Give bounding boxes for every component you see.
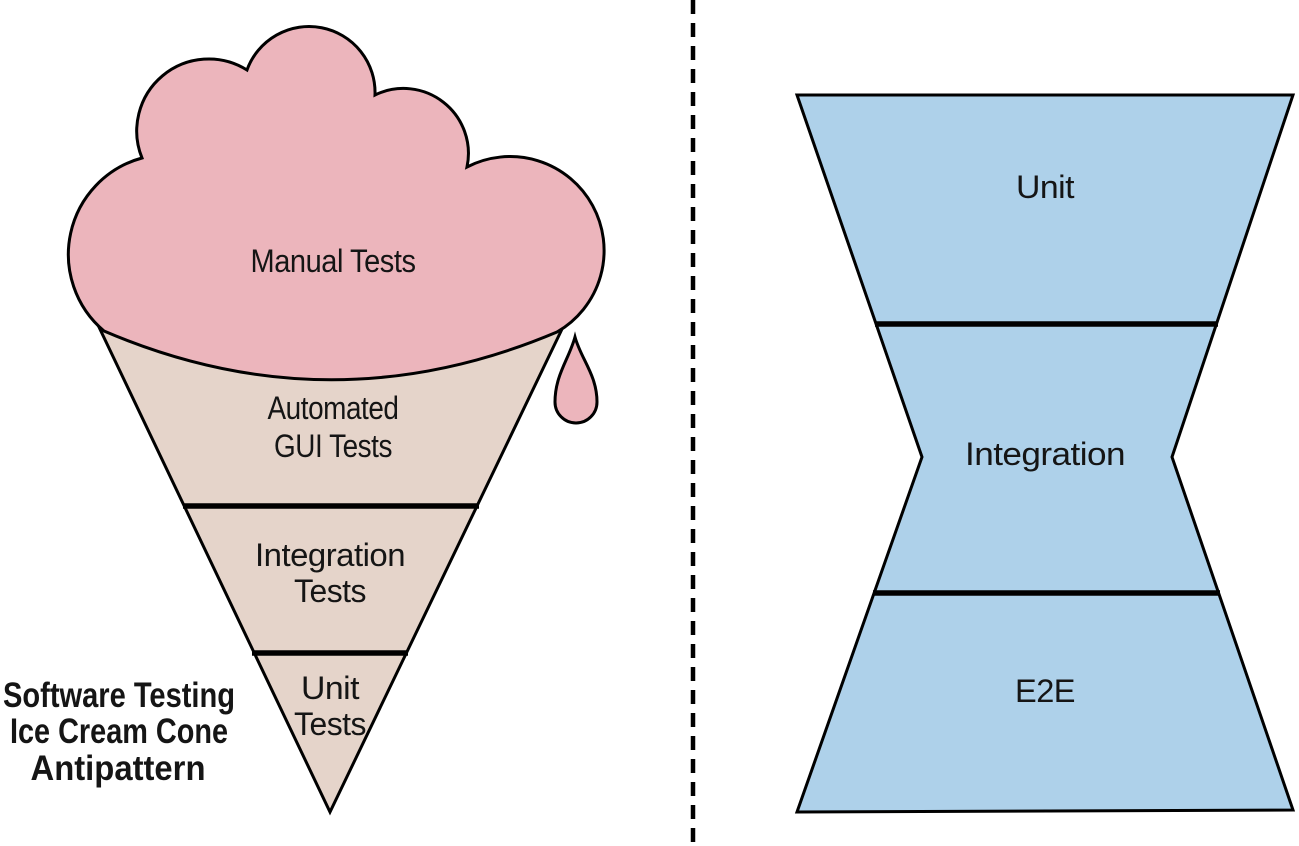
ice-cream-cone-diagram: Manual Tests Automated GUI Tests Integra… bbox=[3, 25, 606, 816]
diagram-caption-line1: Software Testing bbox=[3, 676, 235, 715]
diagram-caption: Software Testing Ice Cream Cone Antipatt… bbox=[3, 676, 235, 788]
unit-tests-label-line1: Unit bbox=[301, 670, 360, 706]
funnel-e2e-label: E2E bbox=[1015, 673, 1075, 709]
diagram-caption-line2: Ice Cream Cone bbox=[10, 712, 228, 751]
automated-gui-tests-label-line1: Automated bbox=[268, 390, 399, 426]
funnel-unit-label: Unit bbox=[1016, 169, 1075, 205]
ice-cream-scoop-shape bbox=[66, 25, 606, 382]
diagram-caption-line3: Antipattern bbox=[31, 749, 206, 788]
ice-cream-drip-shape bbox=[553, 331, 599, 425]
integration-tests-label-line2: Tests bbox=[294, 573, 366, 609]
unit-tests-label-line2: Tests bbox=[294, 706, 366, 742]
automated-gui-tests-label-line2: GUI Tests bbox=[274, 428, 392, 464]
integration-tests-label-line1: Integration bbox=[255, 537, 405, 573]
manual-tests-label: Manual Tests bbox=[251, 243, 416, 279]
testing-funnel-diagram: Unit Integration E2E bbox=[794, 93, 1296, 814]
funnel-shape bbox=[794, 93, 1296, 814]
funnel-integration-label: Integration bbox=[965, 436, 1125, 472]
